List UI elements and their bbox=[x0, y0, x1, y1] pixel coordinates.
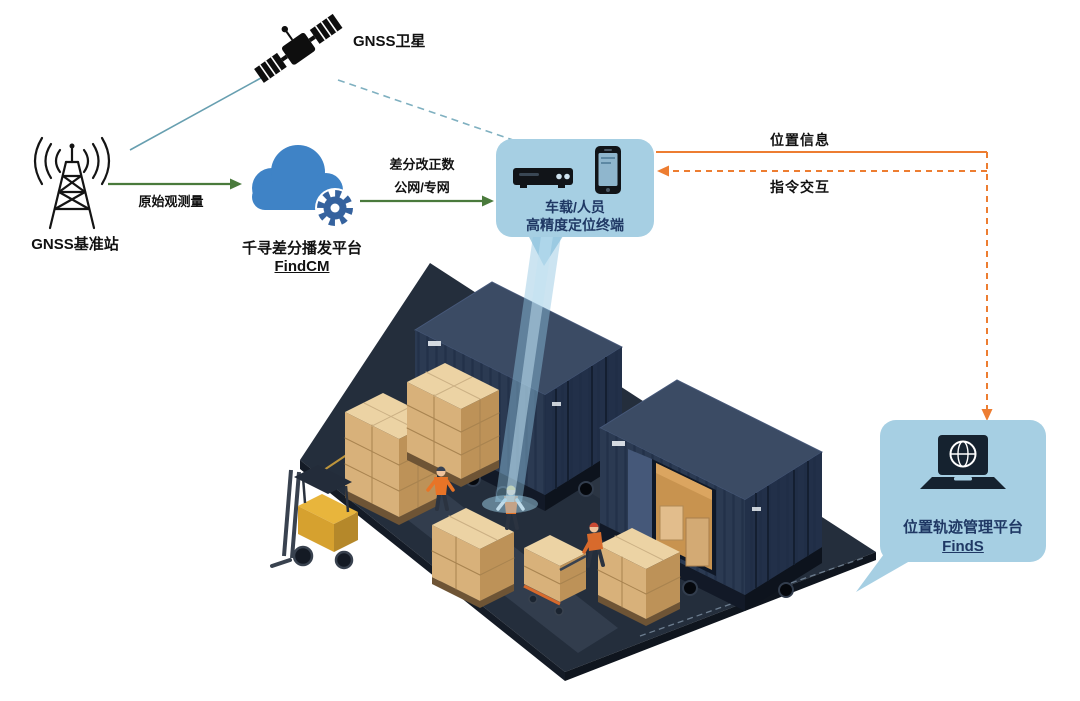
base-station-label: GNSS基准站 bbox=[31, 236, 119, 253]
command-interaction-label: 指令交互 bbox=[770, 179, 830, 195]
cloud-platform-product: FindCM bbox=[274, 258, 330, 275]
worker-3 bbox=[582, 522, 605, 568]
terminal-bubble: 车载/人员 高精度定位终端 bbox=[496, 139, 654, 237]
cloud-gear-icon bbox=[236, 134, 360, 234]
container-b bbox=[598, 379, 824, 611]
network-label: 公网/专网 bbox=[394, 180, 450, 195]
pallet-stacks bbox=[344, 363, 681, 626]
warehouse-scene-illustration bbox=[270, 263, 876, 681]
management-platform-product: FindS bbox=[942, 538, 984, 555]
cloud-platform-name: 千寻差分播发平台 bbox=[241, 240, 362, 257]
smartphone-icon bbox=[594, 145, 622, 200]
radio-tower-icon bbox=[20, 136, 124, 236]
worker-1 bbox=[426, 466, 455, 511]
laptop-globe-icon bbox=[920, 435, 1006, 498]
position-info-label: 位置信息 bbox=[770, 132, 830, 148]
terminal-label-line1: 车载/人员 bbox=[545, 199, 605, 215]
terminal-label-line2: 高精度定位终端 bbox=[526, 217, 624, 233]
satellite-to-terminal-line bbox=[337, 79, 514, 141]
receiver-icon bbox=[512, 161, 574, 198]
satellite-label: GNSS卫星 bbox=[353, 33, 426, 50]
forklift bbox=[270, 465, 358, 570]
management-platform-bubble: 位置轨迹管理平台 FindS bbox=[880, 420, 1046, 562]
diff-correction-label: 差分改正数 bbox=[389, 157, 455, 172]
positioning-beam bbox=[482, 233, 922, 592]
raw-observation-label: 原始观测量 bbox=[138, 194, 204, 209]
management-platform-name: 位置轨迹管理平台 bbox=[902, 519, 1023, 536]
gnss-satellite-icon bbox=[250, 4, 346, 88]
satellite-to-base-line bbox=[129, 72, 271, 151]
pallet-jack bbox=[523, 535, 587, 616]
connector-lines bbox=[108, 72, 993, 421]
